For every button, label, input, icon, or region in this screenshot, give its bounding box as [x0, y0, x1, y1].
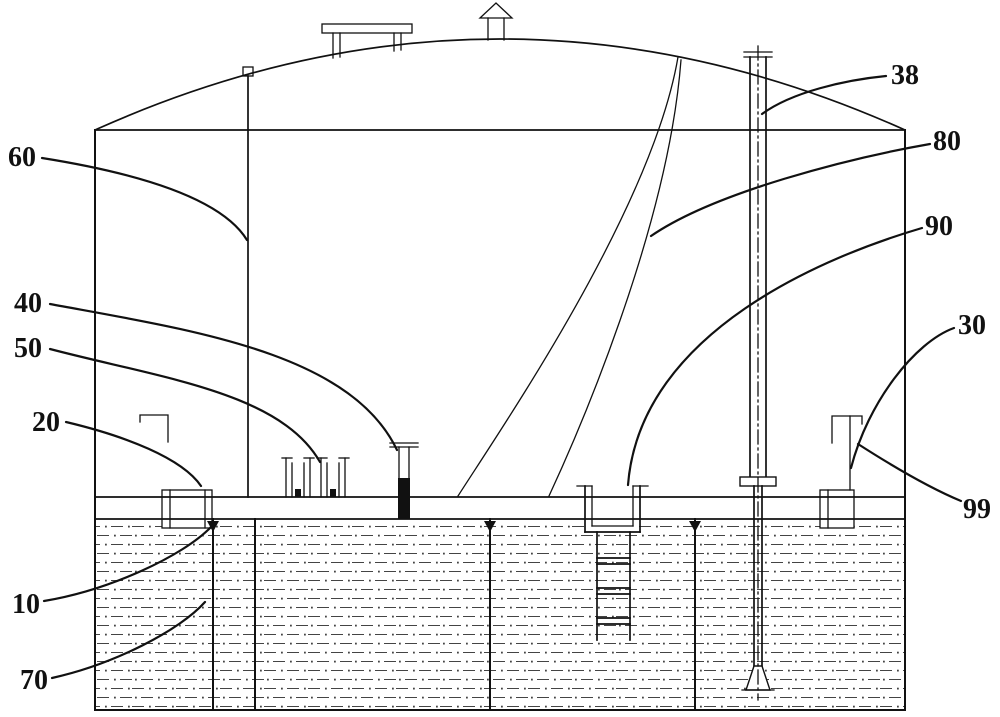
leader-20 — [64, 420, 203, 488]
leader-80 — [649, 142, 932, 238]
label-99: 99 — [963, 494, 991, 525]
left-rim-seal-20 — [139, 414, 213, 529]
support-legs-70 — [207, 518, 701, 711]
deck-well-90 — [576, 485, 649, 641]
roof-vent — [478, 2, 514, 41]
label-60: 60 — [8, 142, 36, 173]
right-seal-bracket — [831, 415, 863, 444]
floating-deck-10 — [94, 496, 906, 520]
leader-99 — [856, 442, 963, 503]
label-50: 50 — [14, 333, 42, 364]
tank-shell — [93, 38, 907, 711]
well-ladder — [596, 531, 631, 641]
dome-roof — [93, 38, 907, 132]
label-80: 80 — [933, 126, 961, 157]
leader-60 — [40, 156, 249, 242]
leader-lines — [40, 74, 963, 680]
leader-10 — [42, 525, 213, 603]
label-38: 38 — [891, 60, 919, 91]
leader-90 — [626, 226, 924, 487]
leg-arrow — [484, 521, 496, 532]
leg-arrow — [207, 521, 219, 532]
gauge-pipe-38 — [739, 45, 777, 701]
leader-38 — [760, 74, 888, 116]
deck-fittings-50 — [281, 457, 350, 498]
label-40: 40 — [14, 288, 42, 319]
leader-50 — [48, 347, 322, 464]
left-seal-bracket — [139, 414, 169, 443]
label-90: 90 — [925, 211, 953, 242]
liquid-hatch — [96, 524, 904, 709]
label-30: 30 — [958, 310, 986, 341]
flexible-hose-80 — [457, 56, 682, 497]
right-rim-seal-30 — [819, 415, 863, 529]
leader-40 — [48, 302, 399, 452]
deck-pipe-40 — [389, 442, 419, 519]
leader-70 — [50, 600, 207, 680]
label-70: 70 — [20, 665, 48, 696]
standpipe-60 — [242, 66, 254, 498]
leg-arrow — [689, 521, 701, 532]
label-20: 20 — [32, 407, 60, 438]
leader-30 — [849, 326, 956, 470]
label-10: 10 — [12, 589, 40, 620]
labels: 60 40 50 20 10 70 38 80 90 30 99 — [8, 60, 991, 696]
roof-nozzle — [321, 23, 413, 59]
